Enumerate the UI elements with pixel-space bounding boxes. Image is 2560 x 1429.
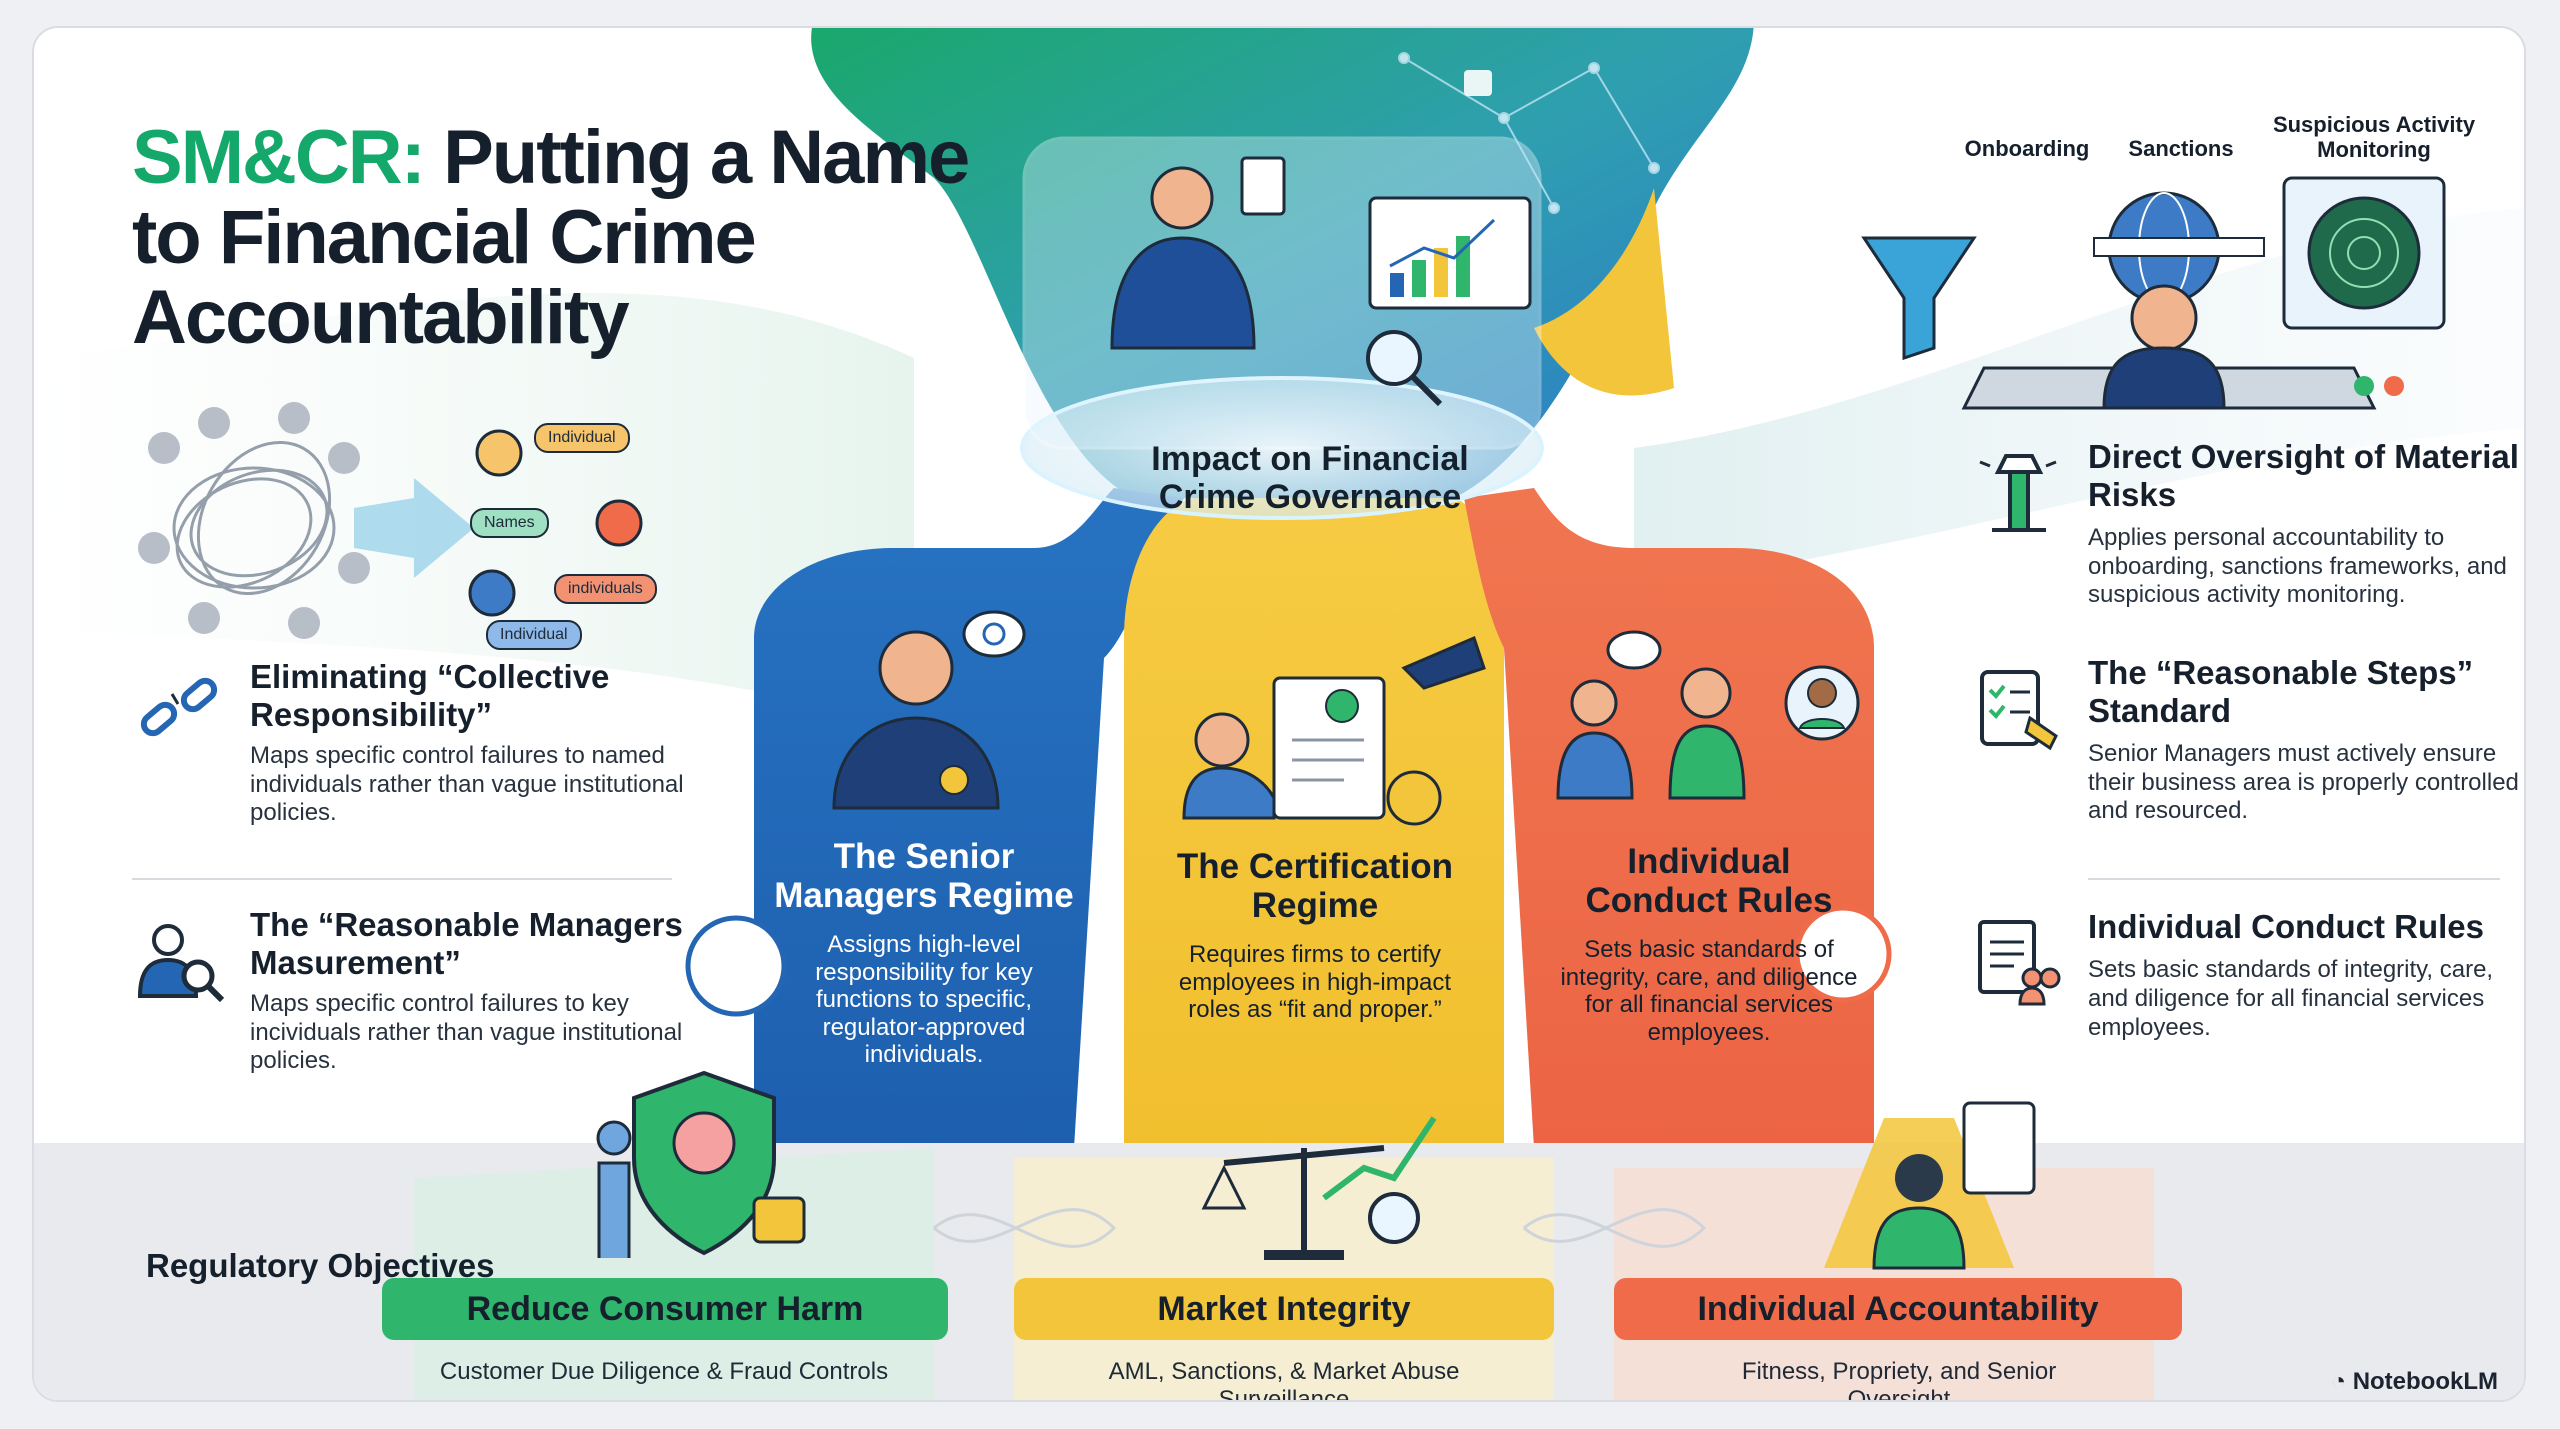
pillar-heading: The Senior Managers Regime — [774, 837, 1074, 915]
pillar-heading: Individual Conduct Rules — [1585, 842, 1833, 920]
pillar-conduct-rules: Individual Conduct Rules Sets basic stan… — [1554, 842, 1864, 1046]
notebooklm-logo-icon: ◔ — [2331, 1368, 2347, 1395]
checklist-icon — [1980, 670, 2058, 751]
infographic-card: SM&CR: Putting a Name to Financial Crime… — [32, 26, 2526, 1402]
objective-sub-market: AML, Sanctions, & Market Abuse Surveilla… — [1108, 1358, 1460, 1402]
objective-individual-accountability: Individual Accountability — [1614, 1278, 2182, 1340]
background-shapes — [34, 28, 2524, 1400]
pillar-body: Assigns high-level responsibility for ke… — [815, 931, 1033, 1069]
label-suspicious-activity: Suspicious Activity Monitoring — [2272, 112, 2476, 163]
pillar-body: Sets basic standards of integrity, care,… — [1560, 936, 1858, 1046]
left-item-body: Maps specific control failures to key in… — [250, 989, 683, 1075]
left-item-collective: Eliminating “Collective Responsibility” … — [132, 658, 692, 828]
right-item-heading: Individual Conduct Rules — [2088, 908, 2485, 945]
objective-sub-accountability: Fitness, Propriety, and Senior Oversight — [1741, 1358, 2057, 1402]
page-title: SM&CR: Putting a Name to Financial Crime… — [132, 118, 1032, 357]
regulatory-objectives-label: Regulatory Objectives — [146, 1247, 495, 1284]
left-item-body: Maps specific control failures to named … — [250, 741, 684, 827]
right-item-body: Senior Managers must actively ensure the… — [2088, 739, 2519, 825]
chip-individual-bottom: Individual — [486, 620, 582, 650]
right-item-reasonable-steps: The “Reasonable Steps” Standard Senior M… — [1970, 654, 2524, 826]
pillar-body: Requires firms to certify employees in h… — [1178, 941, 1452, 1024]
right-divider — [2088, 878, 2500, 880]
left-item-heading: Eliminating “Collective Responsibility” — [250, 658, 610, 733]
right-item-heading: The “Reasonable Steps” Standard — [2088, 654, 2474, 729]
objective-reduce-consumer-harm: Reduce Consumer Harm — [382, 1278, 948, 1340]
pillar-heading: The Certification Regime — [1176, 847, 1454, 925]
title-rest: Putting a Name to Financial Crime Accoun… — [132, 115, 970, 360]
control-tower-icon — [1979, 454, 2057, 532]
left-item-heading: The “Reasonable Managers Masurement” — [250, 906, 683, 981]
pillar-certification: The Certification Regime Requires firms … — [1152, 847, 1478, 1024]
left-divider — [132, 878, 672, 880]
chip-individuals: individuals — [554, 574, 657, 604]
label-onboarding: Onboarding — [1964, 136, 2090, 161]
chip-individual-top: Individual — [534, 423, 630, 453]
objective-sub-consumer: Customer Due Diligence & Fraud Controls — [439, 1358, 889, 1385]
hub-label: Impact on Financial Crime Governance — [1151, 440, 1469, 517]
pillar-senior-managers: The Senior Managers Regime Assigns high-… — [774, 837, 1074, 1069]
right-item-body: Sets basic standards of integrity, care,… — [2088, 955, 2494, 1041]
brand-label: NotebookLM — [2352, 1368, 2498, 1395]
right-item-body: Applies personal accountability to onboa… — [2088, 523, 2507, 609]
right-item-direct-oversight: Direct Oversight of Material Risks Appli… — [1970, 438, 2524, 610]
right-item-conduct-rules: Individual Conduct Rules Sets basic stan… — [1970, 908, 2524, 1042]
notebooklm-brand: ◔ NotebookLM — [2332, 1368, 2498, 1396]
objective-market-integrity: Market Integrity — [1014, 1278, 1554, 1340]
title-accent: SM&CR: — [132, 115, 426, 200]
left-item-reasonable-managers: The “Reasonable Managers Masurement” Map… — [132, 906, 692, 1076]
chip-names: Names — [470, 508, 549, 538]
person-search-icon — [137, 924, 225, 1003]
right-item-heading: Direct Oversight of Material Risks — [2088, 438, 2519, 513]
label-sanctions: Sanctions — [2128, 136, 2234, 161]
broken-chain-icon — [140, 677, 218, 737]
document-people-icon — [1978, 920, 2061, 1006]
